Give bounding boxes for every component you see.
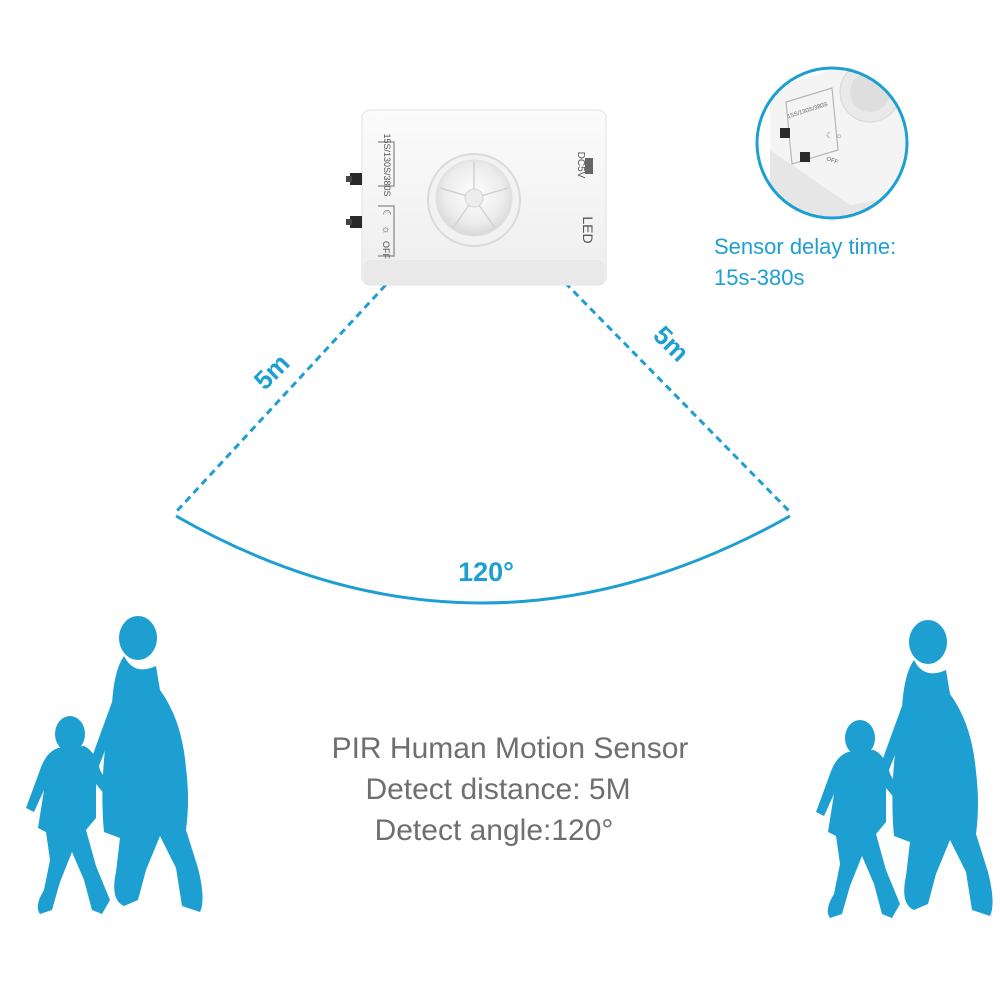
slide-switch-icon (350, 216, 362, 228)
family-silhouette-left (26, 616, 203, 914)
angle-label: 120° (458, 557, 514, 587)
delay-switch-label: 15S/130S/380S (382, 133, 392, 196)
detection-arc (175, 514, 791, 605)
sun-icon: ☼ (380, 225, 392, 235)
slide-switch-icon (780, 128, 790, 138)
distance-label-right: 5m (647, 320, 695, 368)
inset-ring (755, 66, 909, 220)
off-label: OFF (381, 241, 391, 259)
product-caption: PIR Human Motion Sensor Detect distance:… (332, 732, 689, 847)
moon-icon: ☾ (380, 209, 392, 219)
inset-off-label: OFF (825, 156, 839, 166)
voltage-label: DC5V (575, 152, 586, 179)
sensor-device: 15S/130S/380S ☾ ☼ OFF DC5V LED (346, 109, 607, 286)
slide-switch-icon (350, 173, 362, 185)
caption-title: PIR Human Motion Sensor (332, 732, 689, 765)
caption-distance: Detect distance: 5M (365, 773, 630, 806)
delay-caption-line1: Sensor delay time: (714, 234, 896, 259)
led-label: LED (580, 216, 596, 243)
family-silhouette-right (816, 620, 993, 918)
distance-label-left: 5m (248, 348, 296, 396)
zoom-inset: 15S/130S/380S ☾ ☼ OFF Sensor delay time:… (714, 66, 909, 290)
caption-angle: Detect angle:120° (375, 814, 614, 847)
slide-switch-icon (800, 152, 810, 162)
svg-text:☾ ☼: ☾ ☼ (826, 131, 843, 140)
delay-caption-line2: 15s-380s (714, 265, 805, 290)
